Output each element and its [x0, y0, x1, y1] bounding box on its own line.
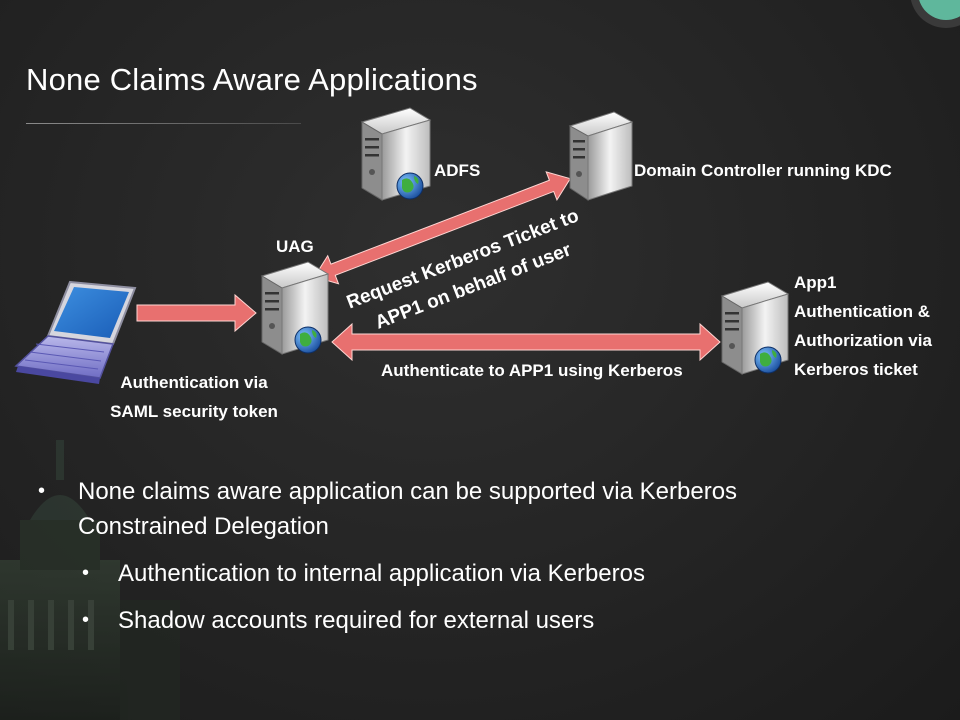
arrow-client-to-uag	[136, 293, 257, 333]
bullet-text: None claims aware application can be sup…	[78, 478, 738, 505]
bullet-dot-icon: •	[82, 609, 90, 631]
bullet-text: Authentication to internal application v…	[118, 560, 645, 587]
bullet-text: Shadow accounts required for external us…	[118, 607, 595, 634]
bullet-dot-icon: •	[38, 480, 46, 502]
laptop-icon	[14, 280, 137, 384]
label-app1: App1 Authentication & Authorization via …	[794, 268, 932, 384]
bullet-item: • Authentication to internal application…	[38, 556, 938, 591]
app1-line: Authorization via	[794, 331, 932, 350]
bullet-item: • None claims aware application can be s…	[38, 474, 938, 544]
background-building	[0, 440, 180, 720]
app1-line: App1	[794, 273, 837, 292]
bullet-list: • None claims aware application can be s…	[38, 474, 938, 638]
label-uag-to-app1: Authenticate to APP1 using Kerberos	[381, 361, 683, 380]
server-app1-icon	[720, 281, 790, 375]
label-uag: UAG	[276, 237, 314, 256]
slide-title: None Claims Aware Applications	[26, 62, 478, 97]
edge-line: SAML security token	[110, 402, 278, 421]
label-adfs: ADFS	[434, 161, 481, 180]
label-domain-controller: Domain Controller running KDC	[634, 161, 892, 180]
bullet-dot-icon: •	[82, 562, 90, 584]
title-underline	[26, 123, 301, 124]
label-client-to-uag: Authentication via SAML security token	[84, 368, 304, 426]
app1-line: Kerberos ticket	[794, 360, 918, 379]
bullet-text: Constrained Delegation	[78, 513, 329, 540]
server-adfs-icon	[360, 107, 432, 201]
server-dc-icon	[568, 111, 634, 201]
bullet-item: • Shadow accounts required for external …	[38, 603, 938, 638]
corner-dot	[919, 0, 960, 20]
server-uag-icon	[260, 261, 330, 355]
edge-line: Authentication via	[120, 373, 268, 392]
app1-line: Authentication &	[794, 302, 930, 321]
arrow-uag-app1	[331, 322, 721, 362]
